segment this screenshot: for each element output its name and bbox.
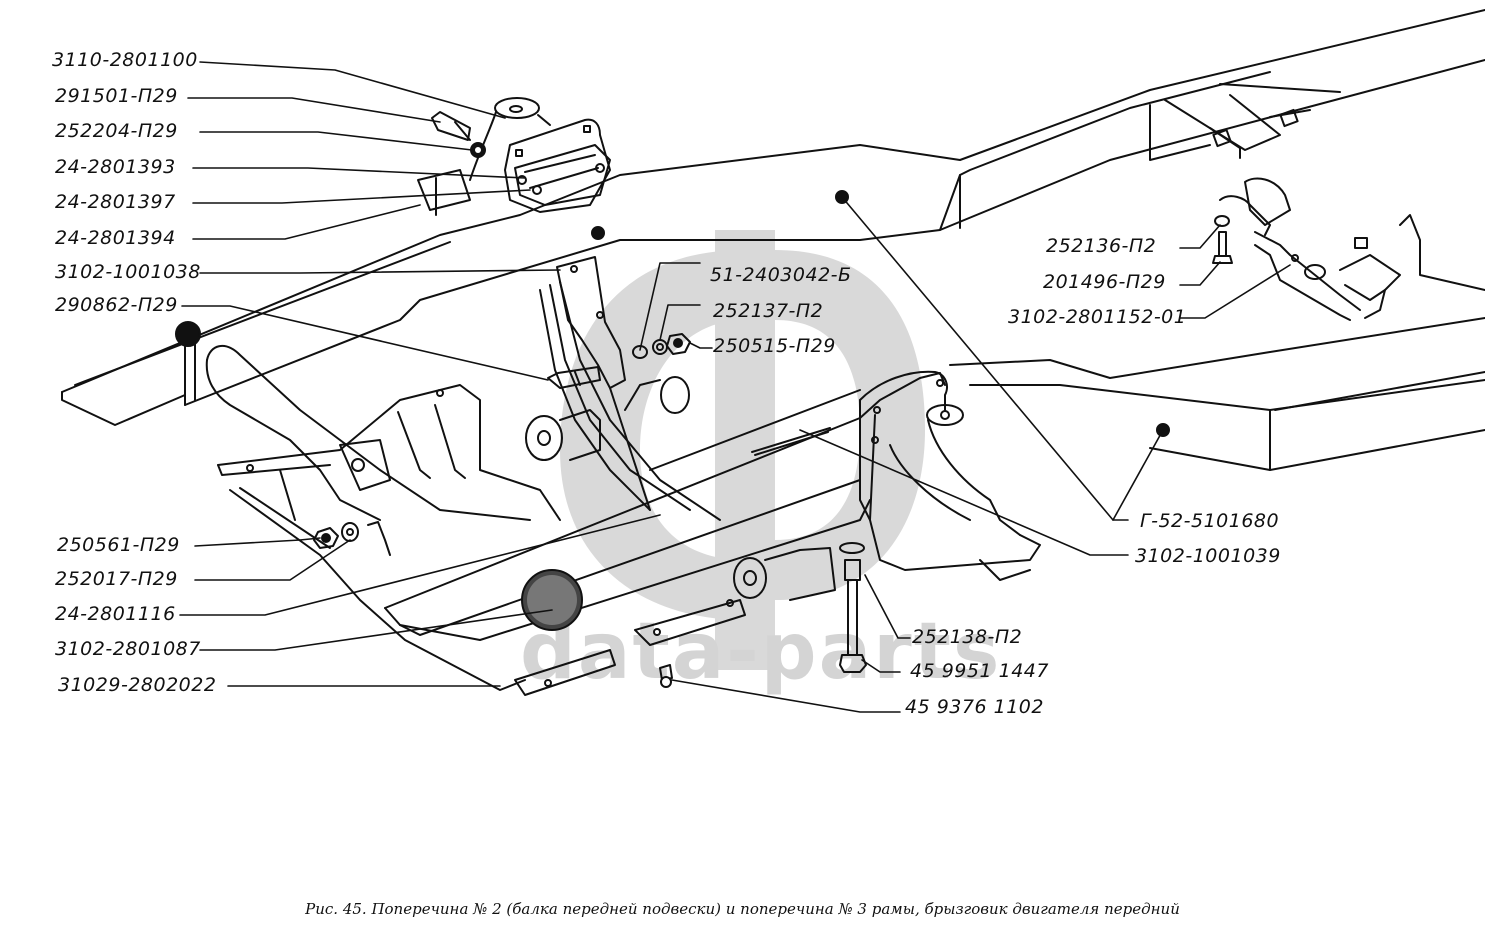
callout-label[interactable]: 252138-П2 (912, 626, 1023, 648)
callout-label[interactable]: 3102-2801152-01 (1008, 306, 1187, 328)
callout-label[interactable]: 24-2801393 (55, 156, 176, 178)
small-screw (659, 664, 673, 688)
watermark-logo-left-arc (560, 250, 745, 620)
lower-fasteners (313, 521, 391, 556)
callout-label[interactable]: 250515-П29 (713, 335, 836, 357)
callout-label[interactable]: Г-52-5101680 (1140, 510, 1280, 532)
callout-label[interactable]: 3102-1001039 (1135, 545, 1281, 567)
callout-label[interactable]: 45 9951 1447 (910, 660, 1049, 682)
callout-label[interactable]: 3110-2801100 (52, 49, 198, 71)
callout-label[interactable]: 31029-2802022 (58, 674, 217, 696)
right-fasteners (1212, 215, 1233, 264)
watermark-text: data-parts (520, 607, 1002, 697)
callout-label[interactable]: 252017-П29 (55, 568, 178, 590)
callout-label[interactable]: 290862-П29 (55, 294, 178, 316)
engine-mount-bracket-right (859, 370, 1041, 581)
callout-label[interactable]: 250561-П29 (57, 534, 180, 556)
rubber-mounts (525, 376, 836, 601)
callout-label[interactable]: 51-2403042-Б (710, 264, 852, 286)
tube (205, 345, 531, 521)
callout-label[interactable]: 24-2801116 (55, 603, 176, 625)
frame-plugs (175, 190, 1170, 437)
callout-label[interactable]: 24-2801397 (55, 191, 176, 213)
callout-label[interactable]: 201496-П29 (1043, 271, 1166, 293)
leader-lines (179, 61, 1291, 713)
upper-support (417, 97, 611, 216)
rubber-buffer (521, 569, 583, 631)
callout-label[interactable]: 252204-П29 (55, 120, 178, 142)
engine-mount-bracket-left (539, 256, 721, 521)
callout-label[interactable]: 252136-П2 (1046, 235, 1157, 257)
frame-rail-left (61, 9, 1485, 426)
callout-label[interactable]: 252137-П2 (713, 300, 824, 322)
frame-rail-right (949, 317, 1485, 471)
right-bracket (1219, 177, 1485, 321)
callout-label[interactable]: 3102-1001038 (55, 261, 201, 283)
callout-label[interactable]: 24-2801394 (55, 227, 176, 249)
top-bolt-group (431, 111, 486, 158)
bracket-bolt (547, 366, 601, 389)
long-bolt (839, 542, 867, 673)
splash-guard (217, 384, 746, 696)
callout-label[interactable]: 3102-2801087 (55, 638, 201, 660)
crossmember-3 (1149, 83, 1341, 161)
watermark-logo-right-arc (775, 250, 925, 600)
callout-label[interactable]: 45 9376 1102 (905, 696, 1044, 718)
callout-label[interactable]: 291501-П29 (55, 85, 178, 107)
figure-caption: Рис. 45. Поперечина № 2 (балка передней … (305, 900, 1180, 918)
